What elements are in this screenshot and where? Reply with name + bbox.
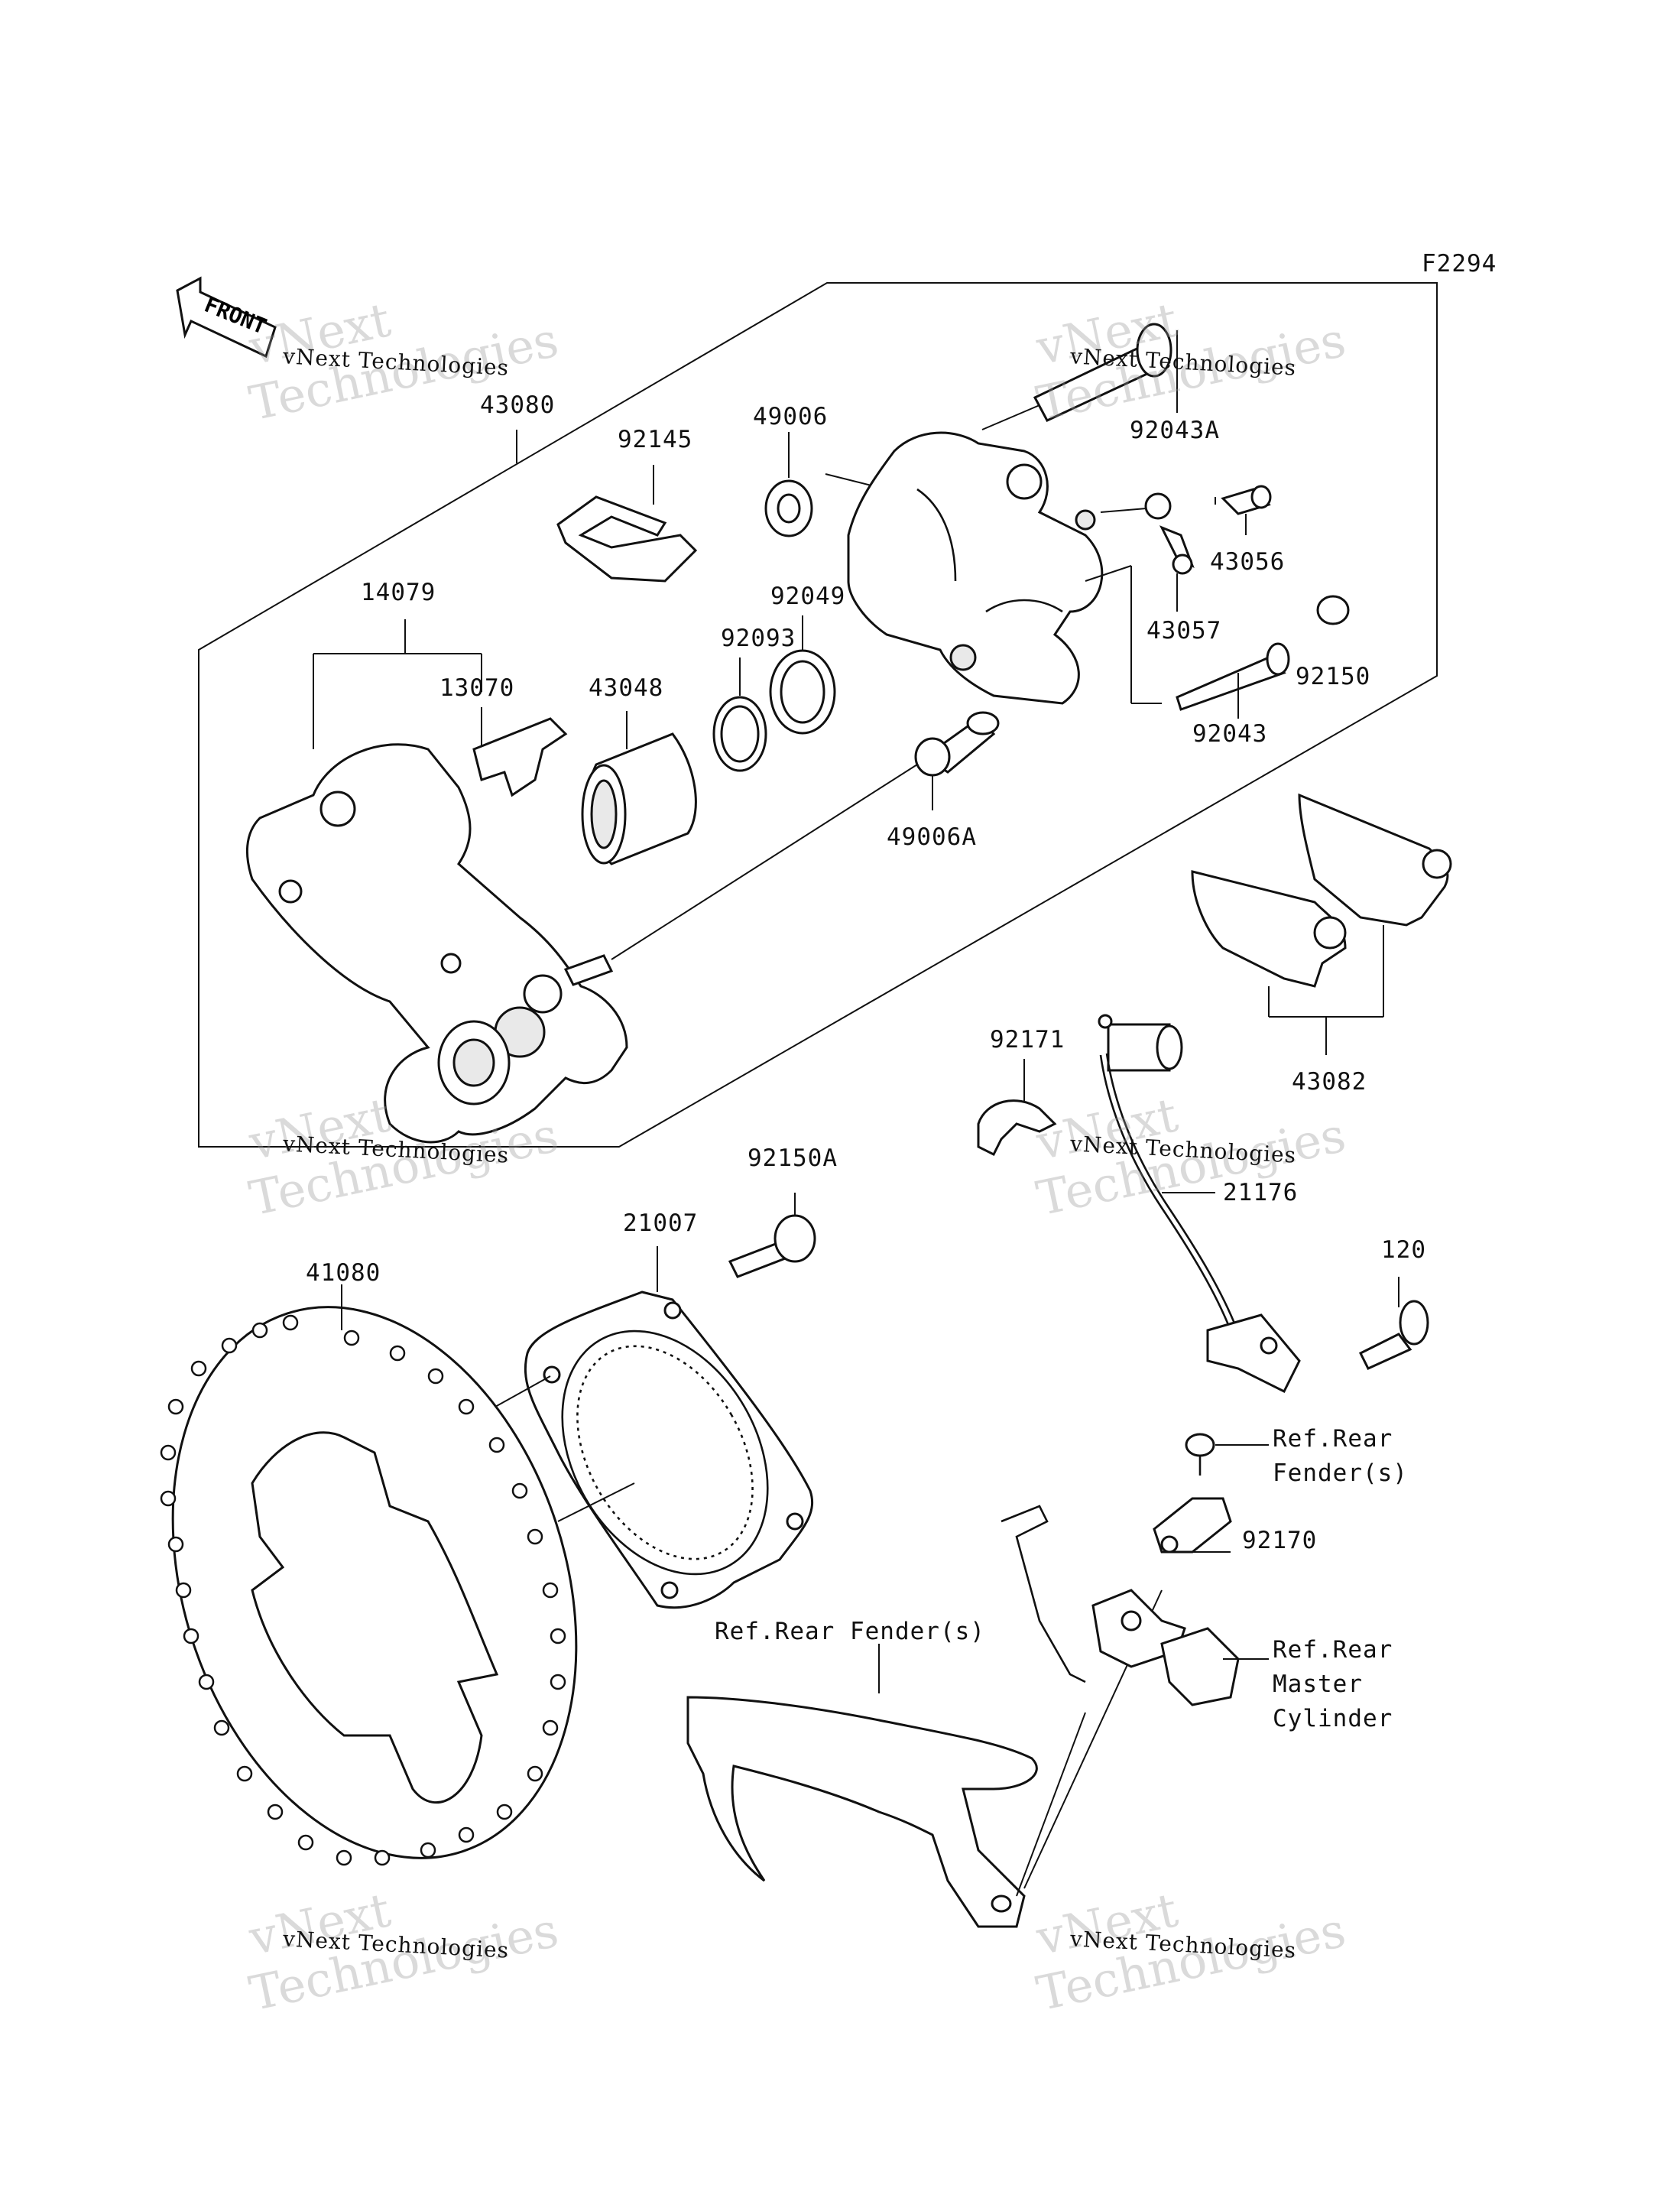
- pad-holder-13070: [472, 717, 568, 797]
- master-cylinder: [1001, 1505, 1240, 1706]
- ref-rear-fender-label-2[interactable]: Ref.Rear Fender(s): [715, 1618, 985, 1645]
- part-43056-label[interactable]: 43056: [1210, 548, 1286, 576]
- part-92043-label[interactable]: 92043: [1192, 720, 1268, 748]
- part-14079-label[interactable]: 14079: [361, 579, 436, 606]
- part-21176-label[interactable]: 21176: [1223, 1179, 1299, 1206]
- front-arrow-icon: FRONT: [176, 276, 277, 359]
- piston-43048: [581, 732, 697, 865]
- part-92093-label[interactable]: 92093: [721, 625, 796, 652]
- clamp-92171: [977, 1099, 1057, 1157]
- boot-49006A: [914, 711, 1000, 777]
- pad-spring-92145: [556, 495, 698, 583]
- cap-43057: [1144, 492, 1195, 575]
- caliper-body: [847, 431, 1104, 705]
- part-43057-label[interactable]: 43057: [1146, 617, 1222, 644]
- part-43082-label[interactable]: 43082: [1292, 1068, 1367, 1096]
- boot-49006: [764, 479, 813, 537]
- sensor-rotor-21007: [524, 1291, 814, 1609]
- dust-seal-92093: [712, 696, 767, 772]
- part-92043A-label[interactable]: 92043A: [1130, 417, 1220, 444]
- piston-seal-92049: [769, 649, 836, 735]
- part-49006-label[interactable]: 49006: [753, 403, 829, 430]
- bracket-92170: [1153, 1497, 1232, 1554]
- brake-disc-41080: [160, 1306, 578, 1866]
- part-21007-label[interactable]: 21007: [623, 1209, 699, 1237]
- part-92170-label[interactable]: 92170: [1242, 1527, 1318, 1554]
- part-41080-label[interactable]: 41080: [306, 1259, 381, 1287]
- pin-92043: [1176, 642, 1290, 711]
- disc-hole-pattern: [160, 1314, 566, 1866]
- part-92171-label[interactable]: 92171: [990, 1026, 1065, 1054]
- part-92145-label[interactable]: 92145: [618, 426, 693, 453]
- part-13070-label[interactable]: 13070: [439, 674, 515, 702]
- bleeder-valve-43056: [1221, 485, 1272, 515]
- speed-sensor-21176: [1098, 1014, 1301, 1394]
- ref-rear-fender-label-1[interactable]: Ref.Rear Fender(s): [1273, 1425, 1408, 1487]
- fender-bolt: [1185, 1433, 1215, 1476]
- part-92049-label[interactable]: 92049: [770, 583, 846, 610]
- part-43048-label[interactable]: 43048: [589, 674, 664, 702]
- part-49006A-label[interactable]: 49006A: [887, 823, 977, 851]
- bolt-120: [1358, 1300, 1429, 1370]
- part-92150A-label[interactable]: 92150A: [748, 1144, 838, 1172]
- figure-id: F2294: [1422, 250, 1497, 278]
- part-92150-label[interactable]: 92150: [1296, 663, 1371, 690]
- plug-92150: [1316, 595, 1350, 625]
- part-120-label[interactable]: 120: [1381, 1236, 1426, 1264]
- caliper-assembly-frame: [198, 282, 1438, 1148]
- caliper-bracket-14079: [245, 743, 628, 1144]
- part-43080-label[interactable]: 43080: [480, 391, 556, 419]
- brake-pads-43082: [1191, 793, 1452, 988]
- bolt-92150A: [728, 1214, 816, 1278]
- ref-rear-master-cylinder-label[interactable]: Ref.Rear Master Cylinder: [1273, 1636, 1393, 1732]
- rear-fender: [686, 1696, 1038, 1928]
- pin-92043A: [1033, 323, 1172, 422]
